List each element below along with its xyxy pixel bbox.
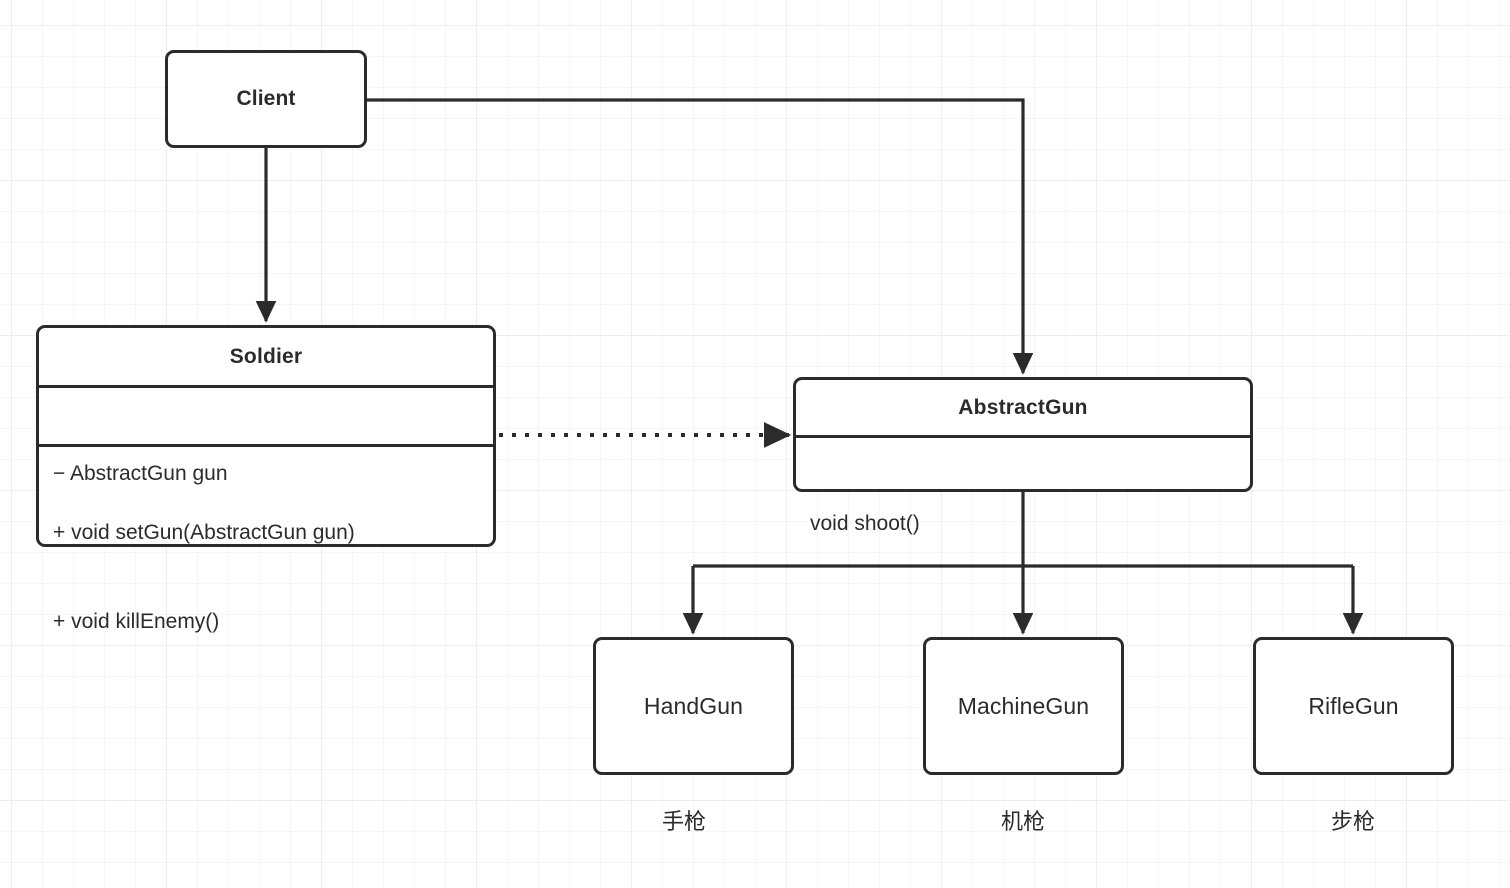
class-node-soldier[interactable]: Soldier − AbstractGun gun + void setGun(… [36, 325, 496, 633]
class-node-machinegun-title: MachineGun [957, 692, 1090, 719]
class-node-soldier-attributes: − AbstractGun gun [39, 388, 493, 485]
soldier-divider-1 [39, 385, 493, 388]
class-node-riflegun-caption: 步枪 [1330, 809, 1376, 834]
class-node-abstractgun-title: AbstractGun [958, 395, 1088, 419]
class-node-abstractgun[interactable]: AbstractGun void shoot() [793, 377, 1253, 535]
class-node-handgun-caption: 手枪 [661, 809, 707, 834]
class-node-riflegun-title: RifleGun [1308, 692, 1399, 719]
class-node-abstractgun-methods: void shoot() [796, 438, 1250, 598]
class-node-soldier-title: Soldier [229, 344, 303, 368]
class-node-handgun-title: HandGun [643, 692, 744, 719]
soldier-divider-2 [39, 444, 493, 447]
class-node-handgun[interactable]: HandGun [593, 637, 794, 775]
class-node-client[interactable]: Client [165, 50, 367, 148]
class-node-machinegun-caption: 机枪 [1000, 809, 1046, 834]
class-node-client-title: Client [236, 87, 296, 110]
soldier-method-0: + void setGun(AbstractGun gun) [53, 520, 355, 544]
abstractgun-divider-1 [796, 435, 1250, 438]
class-node-soldier-methods: + void setGun(AbstractGun gun) + void ki… [39, 447, 493, 697]
abstractgun-method-0: void shoot() [810, 511, 920, 535]
soldier-attribute-0: − AbstractGun gun [53, 461, 228, 485]
class-node-machinegun[interactable]: MachineGun [923, 637, 1124, 775]
class-node-riflegun[interactable]: RifleGun [1253, 637, 1454, 775]
soldier-method-1: + void killEnemy() [53, 610, 220, 634]
